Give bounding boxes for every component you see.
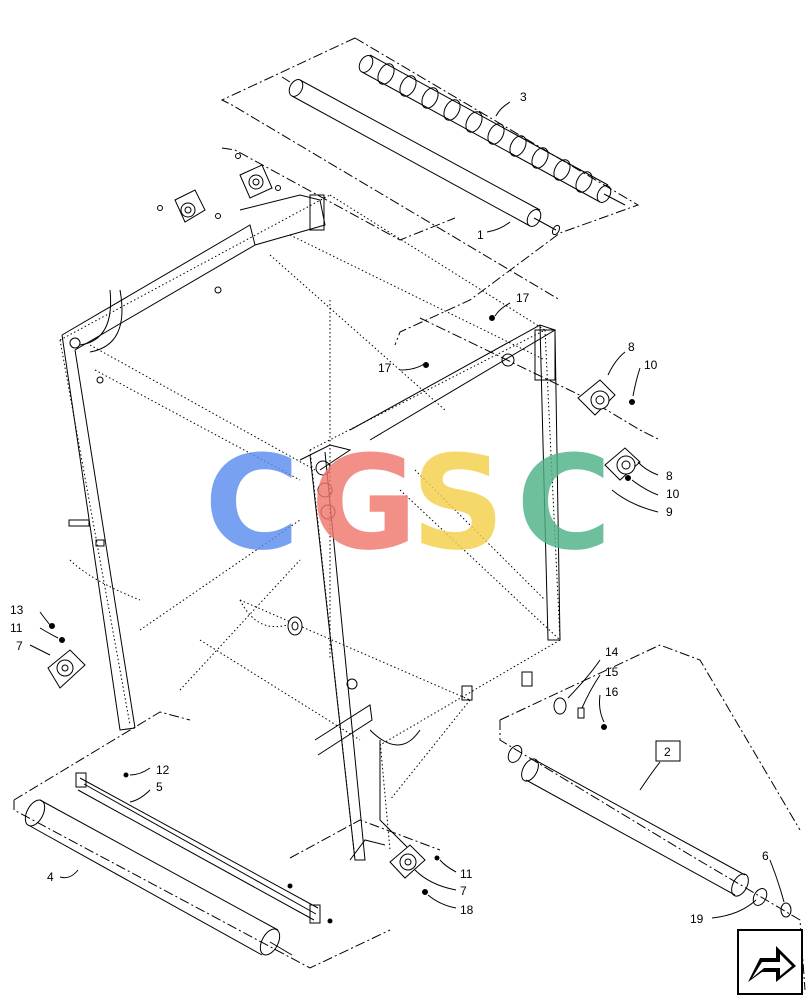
bearing-top-left bbox=[157, 189, 221, 223]
callout-18: 18 bbox=[460, 903, 474, 917]
bearing-7-bottom bbox=[389, 844, 426, 879]
watermark-letter-2: G bbox=[311, 427, 418, 579]
watermark-letter-4: C bbox=[516, 427, 611, 579]
nut-bar-5 bbox=[327, 918, 333, 924]
nut-11-bottom bbox=[434, 855, 440, 861]
nut-11-left bbox=[59, 637, 65, 643]
callout-13: 13 bbox=[10, 603, 24, 617]
bolt-16 bbox=[601, 724, 607, 730]
bar-5 bbox=[75, 772, 321, 924]
right-roller-group-outline bbox=[499, 720, 806, 991]
bearings bbox=[47, 153, 641, 879]
bolt-18 bbox=[422, 889, 428, 895]
bearing-center bbox=[287, 616, 303, 636]
nut-10-lower bbox=[625, 475, 631, 481]
spacer-15 bbox=[577, 707, 585, 719]
bearing-7-left bbox=[47, 649, 86, 689]
right-bearing-outline bbox=[419, 317, 661, 441]
callout-6: 6 bbox=[762, 849, 769, 863]
spiral-ring bbox=[377, 63, 395, 85]
callout-11-left: 11 bbox=[10, 621, 23, 635]
lower-left-group-outline bbox=[13, 711, 191, 801]
callout-4: 4 bbox=[47, 870, 54, 884]
callout-5: 5 bbox=[156, 780, 163, 794]
callout-10-lower: 10 bbox=[666, 487, 680, 501]
watermark-letter-3: S bbox=[411, 427, 505, 579]
top-roller-group-outline bbox=[354, 37, 640, 346]
callout-17-upper: 17 bbox=[516, 291, 530, 305]
callout-15: 15 bbox=[605, 665, 619, 679]
callout-7-left: 7 bbox=[16, 639, 23, 653]
spiral-ring bbox=[575, 171, 593, 193]
callout-12: 12 bbox=[156, 763, 170, 777]
top-bearing-group-outline bbox=[221, 147, 456, 241]
bolt-17-lower bbox=[423, 362, 429, 368]
right-side-panel bbox=[299, 324, 561, 861]
callout-16: 16 bbox=[605, 685, 619, 699]
callout-7-bottom: 7 bbox=[460, 884, 467, 898]
callout-14: 14 bbox=[605, 645, 619, 659]
group-outlines bbox=[13, 37, 806, 991]
spiral-ring bbox=[531, 147, 549, 169]
watermark-letter-1: C bbox=[204, 427, 299, 579]
roller-1 bbox=[281, 76, 561, 236]
washer-14 bbox=[553, 697, 567, 715]
bearing-top-center bbox=[235, 153, 281, 199]
callout-2: 2 bbox=[664, 745, 671, 759]
next-page-arrow-icon[interactable] bbox=[737, 929, 803, 995]
spiral-ring bbox=[465, 111, 483, 133]
spiral-ring bbox=[443, 99, 461, 121]
lower-left-group-outline-bottom bbox=[13, 800, 391, 969]
callout-2-box bbox=[655, 740, 681, 762]
leader-lines bbox=[29, 101, 785, 919]
spiral-ring bbox=[487, 123, 505, 145]
callout-19: 19 bbox=[690, 912, 704, 926]
callout-3: 3 bbox=[520, 90, 527, 104]
bearing-8-upper bbox=[577, 379, 616, 416]
callout-10-upper: 10 bbox=[644, 358, 658, 372]
callout-9: 9 bbox=[666, 505, 673, 519]
top-roller-group-outline-left bbox=[220, 37, 561, 301]
roller-2 bbox=[507, 745, 792, 918]
spiral-ring bbox=[509, 135, 527, 157]
lower-center-outline bbox=[289, 819, 441, 859]
nut-10-upper bbox=[629, 399, 635, 405]
spiral-ring bbox=[421, 87, 439, 109]
hardware-outlines bbox=[553, 697, 585, 719]
callout-17-lower: 17 bbox=[378, 361, 392, 375]
nut-13 bbox=[49, 623, 55, 629]
right-roller-group-outline-top bbox=[499, 644, 801, 831]
bolt-bar-5 bbox=[287, 883, 293, 889]
callouts: 3 1 17 17 8 10 8 10 9 13 11 7 12 5 4 14 … bbox=[10, 90, 769, 926]
left-side-panel bbox=[61, 194, 326, 731]
callout-8-upper: 8 bbox=[628, 340, 635, 354]
roller-3 bbox=[358, 54, 626, 206]
hardware bbox=[49, 315, 635, 924]
callout-11-bottom: 11 bbox=[460, 867, 473, 881]
watermark-logo: C G S C bbox=[204, 427, 611, 579]
spiral-ring bbox=[399, 75, 417, 97]
bolt-17-upper bbox=[489, 315, 495, 321]
spiral-ring bbox=[553, 159, 571, 181]
callout-8-lower: 8 bbox=[666, 469, 673, 483]
nut-12 bbox=[123, 772, 129, 778]
roller-4 bbox=[24, 799, 293, 956]
bearing-8-lower bbox=[604, 447, 641, 481]
callout-1: 1 bbox=[477, 228, 484, 242]
